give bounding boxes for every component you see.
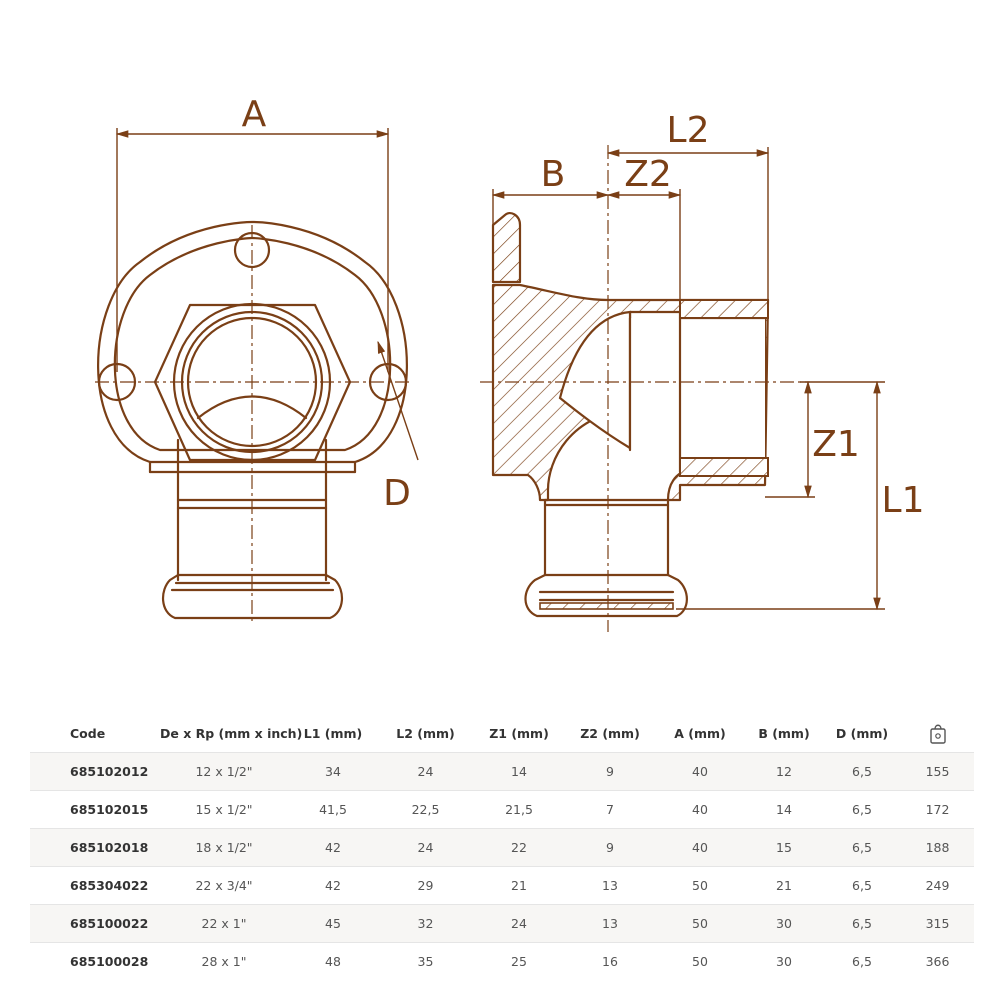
cell-de-rp: 15 x 1/2": [160, 790, 288, 829]
cell-l1: 41,5: [288, 790, 378, 829]
cell-z1: 21: [473, 866, 565, 905]
cell-l1: 45: [288, 904, 378, 943]
cell-l2: 24: [378, 828, 473, 867]
cell-de-rp: 12 x 1/2": [160, 752, 288, 791]
cell-weight: 172: [901, 790, 974, 829]
cell-de-rp: 28 x 1": [160, 942, 288, 980]
cell-weight: 155: [901, 752, 974, 791]
cell-d: 6,5: [823, 942, 901, 980]
col-header-l2: L2 (mm): [396, 725, 455, 741]
col-header-b: B (mm): [758, 725, 810, 741]
cell-z2: 9: [565, 828, 655, 867]
cell-d: 6,5: [823, 866, 901, 905]
table-row: 685100022 22 x 1" 45 32 24 13 50 30 6,5 …: [30, 904, 974, 943]
cell-z2: 7: [565, 790, 655, 829]
cell-a: 50: [655, 866, 745, 905]
label-z2: Z2: [624, 154, 672, 195]
cell-a: 40: [655, 790, 745, 829]
cell-d: 6,5: [823, 904, 901, 943]
cell-code: 685100028: [30, 942, 160, 980]
technical-drawing: A D: [95, 94, 924, 632]
cell-l2: 32: [378, 904, 473, 943]
table-row: 685304022 22 x 3/4" 42 29 21 13 50 21 6,…: [30, 866, 974, 905]
cell-weight: 366: [901, 942, 974, 980]
cell-code: 685102012: [30, 752, 160, 791]
cell-z1: 14: [473, 752, 565, 791]
cell-l2: 35: [378, 942, 473, 980]
table-row: 685102012 12 x 1/2" 34 24 14 9 40 12 6,5…: [30, 752, 974, 791]
cell-l2: 29: [378, 866, 473, 905]
col-header-d: D (mm): [835, 725, 889, 741]
cell-l1: 42: [288, 866, 378, 905]
inner-bore: [196, 395, 308, 420]
dimension-d-leader: [377, 340, 419, 461]
table-header-row: Code De x Rp (mm x inch) L1 (mm) L2 (mm)…: [30, 714, 974, 753]
cell-l1: 34: [288, 752, 378, 791]
cell-z1: 21,5: [473, 790, 565, 829]
cell-z2: 16: [565, 942, 655, 980]
label-l1: L1: [882, 480, 925, 521]
cell-weight: 249: [901, 866, 974, 905]
cell-a: 50: [655, 942, 745, 980]
cell-a: 40: [655, 752, 745, 791]
cell-z1: 24: [473, 904, 565, 943]
cell-b: 15: [745, 828, 823, 867]
cell-l1: 48: [288, 942, 378, 980]
col-header-weight: [901, 714, 974, 753]
cell-code: 685102015: [30, 790, 160, 829]
cell-z1: 25: [473, 942, 565, 980]
col-header-z1: Z1 (mm): [489, 725, 549, 741]
cell-weight: 188: [901, 828, 974, 867]
cell-b: 30: [745, 904, 823, 943]
cell-code: 685100022: [30, 904, 160, 943]
cell-l2: 24: [378, 752, 473, 791]
col-header-de-rp: De x Rp (mm x inch): [160, 725, 303, 741]
spec-table: Code De x Rp (mm x inch) L1 (mm) L2 (mm)…: [30, 714, 974, 980]
cell-l1: 42: [288, 828, 378, 867]
cell-de-rp: 22 x 1": [160, 904, 288, 943]
table-row: 685102015 15 x 1/2" 41,5 22,5 21,5 7 40 …: [30, 790, 974, 829]
press-ring: [162, 573, 343, 620]
cell-z2: 9: [565, 752, 655, 791]
cell-z2: 13: [565, 866, 655, 905]
table-row: 685102018 18 x 1/2" 42 24 22 9 40 15 6,5…: [30, 828, 974, 867]
cell-a: 40: [655, 828, 745, 867]
cell-b: 30: [745, 942, 823, 980]
front-view: A D: [95, 94, 419, 625]
col-header-a: A (mm): [674, 725, 726, 741]
col-header-code: Code: [70, 725, 106, 741]
cell-code: 685102018: [30, 828, 160, 867]
cell-z2: 13: [565, 904, 655, 943]
col-header-l1: L1 (mm): [303, 725, 363, 741]
side-section-view: L2 B Z2: [480, 110, 924, 632]
cell-d: 6,5: [823, 790, 901, 829]
flange-outline: [97, 220, 408, 464]
cell-b: 14: [745, 790, 823, 829]
cell-d: 6,5: [823, 828, 901, 867]
cell-code: 685304022: [30, 866, 160, 905]
label-d: D: [383, 473, 411, 514]
weight-icon: [929, 724, 946, 744]
cell-l2: 22,5: [378, 790, 473, 829]
cell-z1: 22: [473, 828, 565, 867]
col-header-z2: Z2 (mm): [580, 725, 640, 741]
label-l2: L2: [667, 110, 710, 151]
label-a: A: [242, 94, 267, 135]
cell-d: 6,5: [823, 752, 901, 791]
cell-b: 21: [745, 866, 823, 905]
label-b: B: [541, 154, 566, 195]
cell-weight: 315: [901, 904, 974, 943]
cell-de-rp: 18 x 1/2": [160, 828, 288, 867]
label-z1: Z1: [812, 424, 860, 465]
cell-a: 50: [655, 904, 745, 943]
cell-de-rp: 22 x 3/4": [160, 866, 288, 905]
table-row: 685100028 28 x 1" 48 35 25 16 50 30 6,5 …: [30, 942, 974, 980]
cell-b: 12: [745, 752, 823, 791]
